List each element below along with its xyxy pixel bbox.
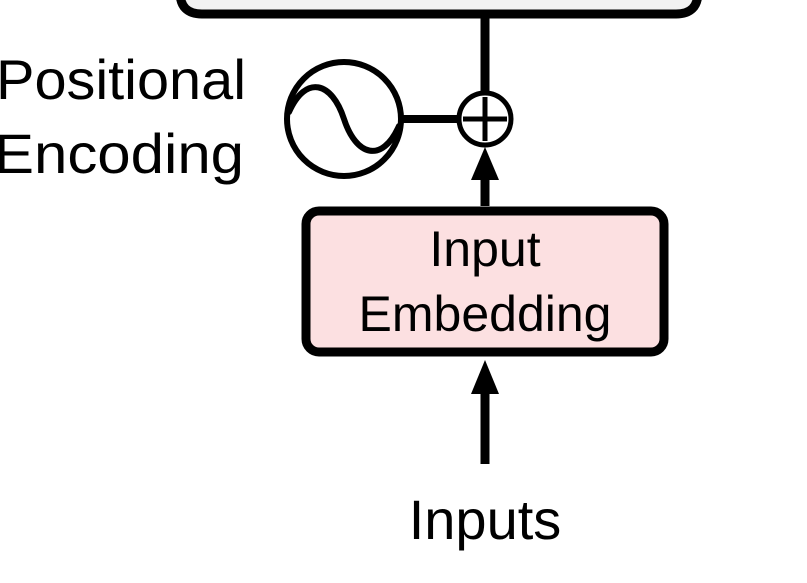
- positional-encoding-label-line2: Encoding: [0, 122, 244, 185]
- arrow-inputs-to-embedding: [471, 360, 499, 464]
- upper-block: [176, 0, 702, 19]
- input-embedding-label-line2: Embedding: [359, 286, 612, 342]
- inputs-label: Inputs: [409, 488, 562, 551]
- plus-circle-icon: [456, 90, 514, 148]
- positional-encoding-label-line1: Positional: [0, 48, 246, 111]
- input-embedding-box: [301, 206, 669, 357]
- input-embedding-label-line1: Input: [429, 221, 540, 277]
- sine-wave-icon: [284, 59, 404, 179]
- arrow-embedding-to-add: [471, 147, 499, 206]
